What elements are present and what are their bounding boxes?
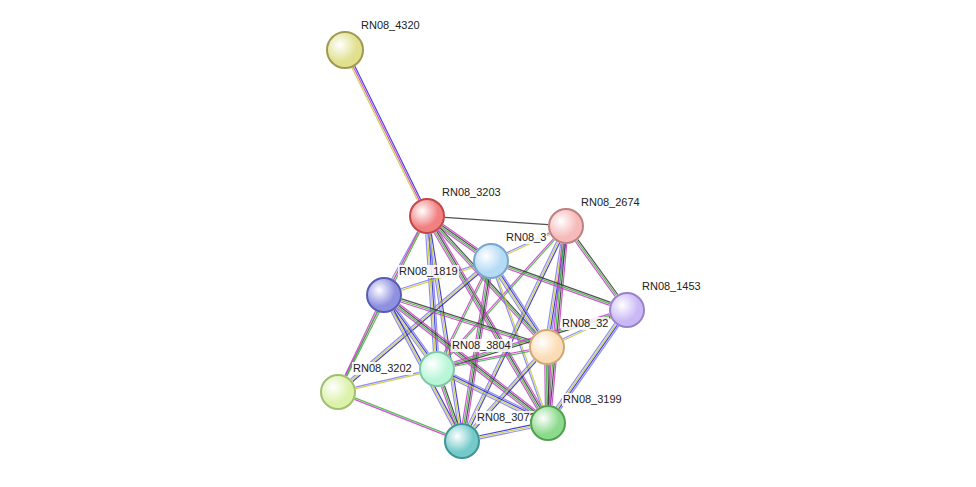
evidence-line xyxy=(508,266,610,303)
evidence-line xyxy=(508,267,610,304)
interaction-edge xyxy=(354,398,445,435)
interaction-edge xyxy=(352,66,420,200)
evidence-line xyxy=(441,387,454,425)
protein-node: RN08_1819 xyxy=(366,277,402,313)
evidence-line xyxy=(355,398,446,434)
evidence-line xyxy=(575,242,615,297)
node-label: RN08_4320 xyxy=(360,19,421,32)
evidence-line xyxy=(402,299,531,340)
evidence-line xyxy=(354,399,445,435)
node-label: RN08_1453 xyxy=(641,280,702,293)
protein-node: RN08_3203 xyxy=(409,198,445,234)
interaction-edge xyxy=(454,350,529,367)
evidence-line xyxy=(549,365,551,405)
node-label: RN08_3199 xyxy=(562,393,623,406)
interaction-edge xyxy=(445,217,548,224)
node-label: RN08_3202 xyxy=(352,362,413,375)
evidence-line xyxy=(507,269,609,306)
node-label: RN08_3 xyxy=(505,231,547,244)
interaction-edge xyxy=(434,230,541,408)
evidence-line xyxy=(445,217,548,224)
evidence-line xyxy=(454,375,533,413)
evidence-line xyxy=(353,67,419,200)
protein-node: RN08_4320 xyxy=(326,31,364,69)
evidence-line xyxy=(546,365,548,405)
evidence-line xyxy=(455,351,530,366)
evidence-line xyxy=(400,304,536,410)
node-label: RN08_3203 xyxy=(441,186,502,199)
evidence-line xyxy=(577,241,617,296)
interaction-edge xyxy=(479,425,530,439)
protein-node: RN08_32 xyxy=(529,329,565,365)
evidence-line xyxy=(480,427,531,438)
protein-node: RN08_1453 xyxy=(609,292,645,328)
node-label: RN08_1819 xyxy=(398,265,459,278)
interaction-edge xyxy=(507,266,610,306)
node-label: RN08_3804 xyxy=(451,339,512,352)
protein-node: RN08_3 xyxy=(473,243,509,279)
evidence-line xyxy=(503,275,539,331)
interaction-edge xyxy=(441,385,457,424)
evidence-line xyxy=(547,244,562,405)
protein-node: RN08_3804 xyxy=(419,351,455,387)
protein-node: RN08_3202 xyxy=(320,374,356,410)
protein-node: RN08_3072 xyxy=(444,423,480,459)
interaction-edge xyxy=(575,240,617,297)
evidence-line xyxy=(443,386,456,424)
node-label: RN08_32 xyxy=(561,317,609,330)
evidence-line xyxy=(352,68,418,201)
evidence-line xyxy=(444,385,457,423)
evidence-line xyxy=(356,374,420,389)
evidence-line xyxy=(480,428,531,439)
protein-node: RN08_2674 xyxy=(548,208,584,244)
evidence-line xyxy=(578,240,618,295)
protein-node: RN08_3199 xyxy=(530,405,566,441)
evidence-line xyxy=(499,277,535,333)
interaction-edge xyxy=(545,365,550,405)
node-label: RN08_3072 xyxy=(476,411,537,424)
evidence-line xyxy=(547,365,549,405)
evidence-line xyxy=(454,376,533,414)
evidence-line xyxy=(544,365,546,405)
interaction-edge xyxy=(397,304,536,414)
evidence-line xyxy=(355,66,421,199)
node-label: RN08_2674 xyxy=(580,196,641,209)
evidence-line xyxy=(437,231,540,407)
interaction-edge xyxy=(401,299,531,343)
